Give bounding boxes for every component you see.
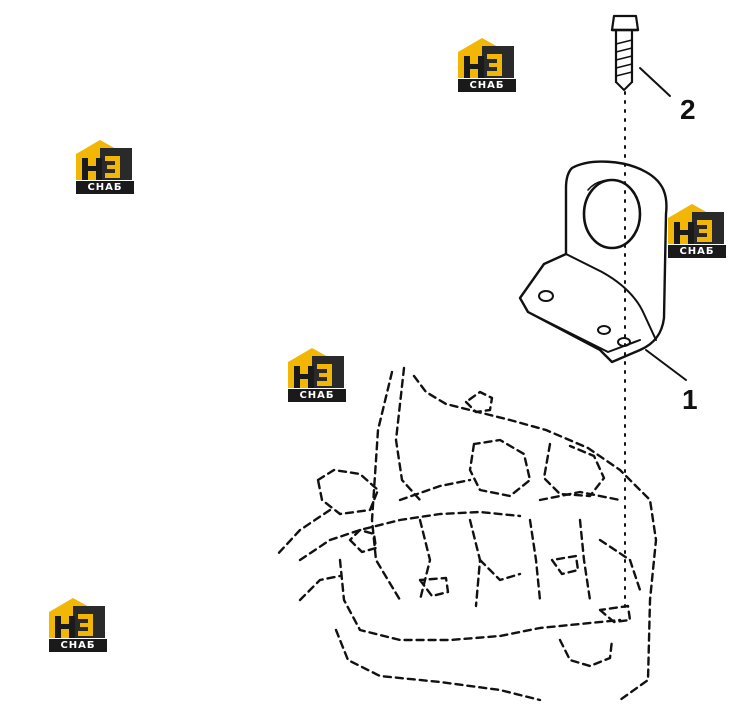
callout-1-leader — [645, 349, 687, 381]
bracket-part — [518, 160, 668, 364]
callout-number-1: 1 — [682, 384, 698, 415]
callout-2-leader — [639, 67, 671, 97]
house-logo-icon — [288, 348, 344, 388]
watermark-logo: СНАБ — [286, 346, 348, 404]
watermark-caption: СНАБ — [288, 389, 346, 402]
watermark-caption: СНАБ — [49, 639, 107, 652]
house-logo-icon — [49, 598, 105, 638]
callout-number-2: 2 — [680, 94, 696, 125]
watermark-caption: СНАБ — [458, 79, 516, 92]
engine-block-phantom — [274, 366, 658, 702]
bolt-part — [610, 14, 640, 91]
house-logo-icon — [458, 38, 514, 78]
watermark-caption: СНАБ — [668, 245, 726, 258]
watermark-caption: СНАБ — [76, 181, 134, 194]
watermark-logo: СНАБ — [666, 202, 728, 260]
watermark-logo: СНАБ — [456, 36, 518, 94]
watermark-logo: СНАБ — [74, 138, 136, 196]
house-logo-icon — [76, 140, 132, 180]
watermark-logo: СНАБ — [47, 596, 109, 654]
house-logo-icon — [668, 204, 724, 244]
